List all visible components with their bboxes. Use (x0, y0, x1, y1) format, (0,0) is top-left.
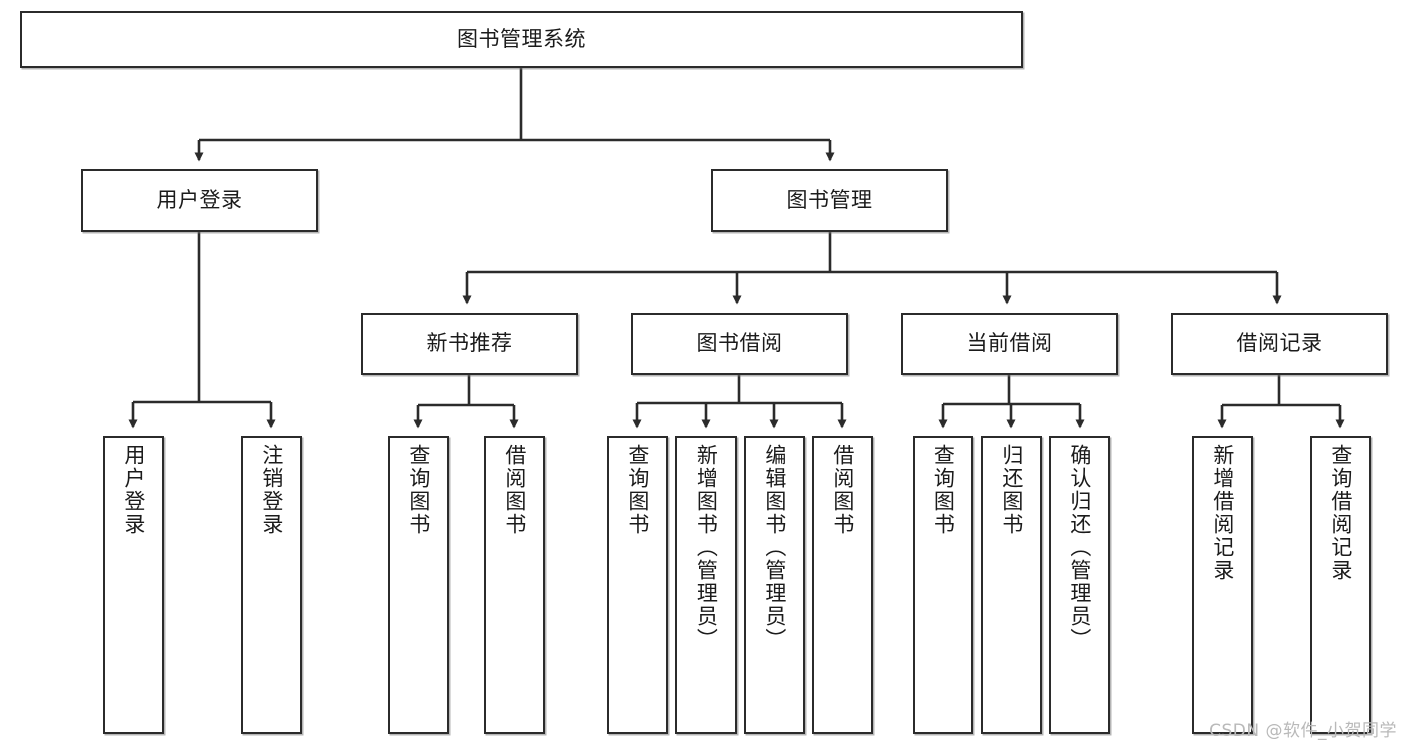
node-leaf-borrow-query-book[interactable]: 查询图书 (607, 436, 668, 734)
node-leaf-borrow-borrow-book[interactable]: 借阅图书 (812, 436, 873, 734)
node-borrow-record[interactable]: 借阅记录 (1171, 313, 1388, 375)
node-leaf-borrow-query-book-label: 查询图书 (625, 444, 650, 536)
node-leaf-cur-return-book[interactable]: 归还图书 (981, 436, 1042, 734)
node-leaf-borrow-edit-book-label: 编辑图书（管理员） (762, 444, 787, 651)
node-book-manage[interactable]: 图书管理 (711, 169, 948, 232)
edge-borrowrecord-to-leaves (1217, 375, 1345, 429)
node-leaf-rec-add-record[interactable]: 新增借阅记录 (1192, 436, 1253, 734)
node-leaf-cur-confirm-return[interactable]: 确认归还（管理员） (1049, 436, 1110, 734)
node-user-login-label: 用户登录 (156, 187, 243, 212)
node-book-manage-label: 图书管理 (786, 187, 873, 212)
node-leaf-borrow-edit-book[interactable]: 编辑图书（管理员） (744, 436, 805, 734)
edge-bookmanage-to-level3 (462, 232, 1282, 305)
edge-bookborrow-to-leaves (632, 375, 847, 429)
node-user-login[interactable]: 用户登录 (81, 169, 318, 232)
node-leaf-rec-query-book-label: 查询图书 (406, 444, 431, 536)
node-current-borrow-label: 当前借阅 (966, 331, 1053, 356)
node-borrow-record-label: 借阅记录 (1236, 331, 1323, 356)
node-leaf-cur-confirm-return-label: 确认归还（管理员） (1067, 444, 1092, 651)
node-leaf-rec-query-record[interactable]: 查询借阅记录 (1310, 436, 1371, 734)
node-current-borrow[interactable]: 当前借阅 (901, 313, 1118, 375)
node-leaf-cur-query-book[interactable]: 查询图书 (913, 436, 973, 734)
node-root-label: 图书管理系统 (457, 26, 586, 51)
edge-root-to-level2 (194, 68, 835, 162)
node-leaf-borrow-add-book[interactable]: 新增图书（管理员） (675, 436, 737, 734)
edge-currentborrow-to-leaves (938, 375, 1085, 429)
node-leaf-borrow-add-book-label: 新增图书（管理员） (694, 444, 719, 651)
node-leaf-rec-query-record-label: 查询借阅记录 (1328, 444, 1353, 582)
edge-userlogin-to-leaves (128, 232, 276, 429)
node-leaf-user-login[interactable]: 用户登录 (103, 436, 164, 734)
node-leaf-rec-query-book[interactable]: 查询图书 (388, 436, 449, 734)
node-leaf-user-logout[interactable]: 注销登录 (241, 436, 302, 734)
node-new-book-rec[interactable]: 新书推荐 (361, 313, 578, 375)
node-root[interactable]: 图书管理系统 (20, 11, 1023, 68)
node-new-book-rec-label: 新书推荐 (426, 331, 513, 356)
edge-newbook-to-leaves (413, 375, 519, 429)
csdn-watermark: CSDN @软件_小贺同学 (1209, 721, 1397, 741)
node-book-borrow-label: 图书借阅 (696, 331, 783, 356)
node-leaf-rec-borrow-book-label: 借阅图书 (502, 444, 527, 536)
node-leaf-user-login-label: 用户登录 (121, 444, 146, 536)
node-leaf-cur-return-book-label: 归还图书 (999, 444, 1024, 536)
node-leaf-rec-add-record-label: 新增借阅记录 (1210, 444, 1235, 582)
node-book-borrow[interactable]: 图书借阅 (631, 313, 848, 375)
node-leaf-borrow-borrow-book-label: 借阅图书 (830, 444, 855, 536)
node-leaf-user-logout-label: 注销登录 (259, 444, 284, 536)
node-leaf-rec-borrow-book[interactable]: 借阅图书 (484, 436, 545, 734)
node-leaf-cur-query-book-label: 查询图书 (931, 444, 956, 536)
